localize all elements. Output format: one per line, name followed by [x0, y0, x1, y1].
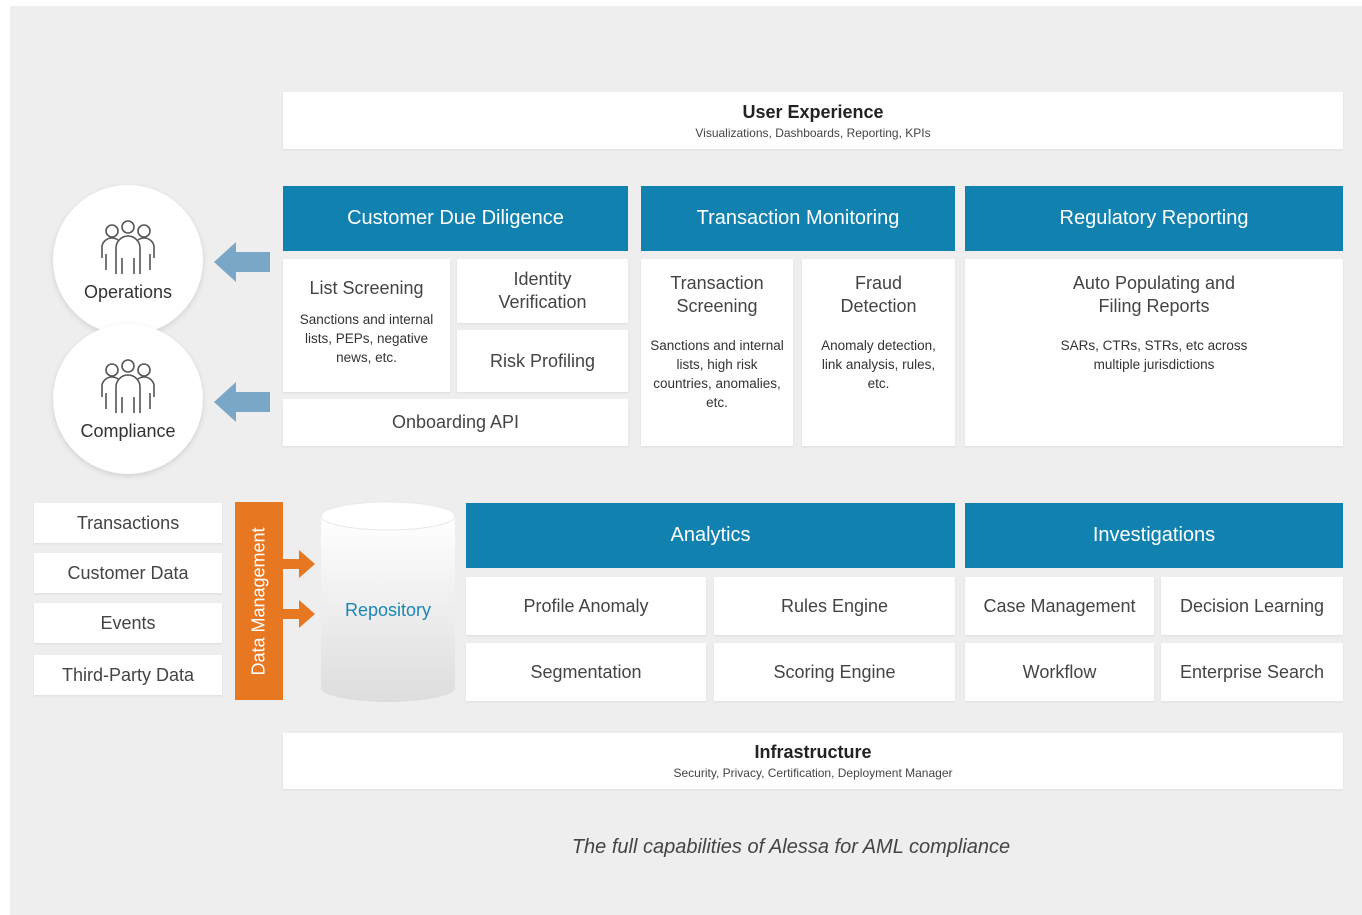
operations-circle: Operations [53, 185, 203, 335]
figure-caption: The full capabilities of Alessa for AML … [571, 836, 1011, 858]
fraud-detection-box: Fraud Detection Anomaly detection, link … [802, 259, 955, 446]
data-source-third-party-data: Third-Party Data [34, 655, 222, 695]
infrastructure-title: Infrastructure [754, 742, 872, 762]
transaction-screening-box: Transaction Screening Sanctions and inte… [641, 259, 793, 446]
data-management-label: Data Management [248, 526, 269, 676]
transaction-screening-title: Transaction Screening [670, 273, 764, 316]
rr-header: Regulatory Reporting [965, 186, 1343, 251]
risk-profiling-label: Risk Profiling [489, 350, 596, 371]
repository-cylinder [320, 501, 456, 702]
infrastructure-box: Infrastructure Security, Privacy, Certif… [283, 733, 1343, 789]
identity-verification-label: Identity Verification [498, 269, 587, 312]
infrastructure-subtitle: Security, Privacy, Certification, Deploy… [673, 766, 953, 780]
people-icon [101, 219, 155, 274]
identity-verification-box: Identity Verification [457, 259, 628, 323]
arrow-left-icon [214, 242, 270, 282]
regulatory-reporting-box: Auto Populating and Filing Reports SARs,… [965, 259, 1343, 446]
repository-label: Repository [344, 600, 432, 620]
risk-profiling-box: Risk Profiling [457, 330, 628, 392]
data-source-transactions: Transactions [34, 503, 222, 543]
data-management-bar: Data Management [235, 502, 283, 700]
analytics-item: Rules Engine [714, 577, 955, 635]
fraud-detection-desc: Anomaly detection, link analysis, rules,… [821, 338, 936, 391]
user-experience-box: User Experience Visualizations, Dashboar… [283, 92, 1343, 149]
onboarding-api-box: Onboarding API [283, 399, 628, 446]
enterprise-search-label: Enterprise Search [1179, 661, 1325, 682]
user-experience-subtitle: Visualizations, Dashboards, Reporting, K… [695, 125, 931, 140]
investigations-item: Case Management [965, 577, 1154, 635]
list-screening-title: List Screening [309, 278, 424, 298]
profile-anomaly-label: Profile Anomaly [523, 595, 649, 616]
decision-learning-label: Decision Learning [1179, 595, 1325, 616]
investigations-header: Investigations [965, 503, 1343, 568]
list-screening-desc: Sanctions and internal lists, PEPs, nega… [299, 312, 434, 365]
operations-label: Operations [83, 281, 173, 302]
transaction-screening-desc: Sanctions and internal lists, high risk … [650, 338, 784, 410]
analytics-item: Segmentation [466, 643, 706, 701]
workflow-label: Workflow [1022, 661, 1097, 682]
analytics-header: Analytics [466, 503, 955, 568]
tm-header: Transaction Monitoring [641, 186, 955, 251]
fraud-detection-title: Fraud Detection [840, 273, 917, 316]
case-management-label: Case Management [983, 595, 1136, 616]
analytics-item: Scoring Engine [714, 643, 955, 701]
data-source-customer-data: Customer Data [34, 553, 222, 593]
compliance-label: Compliance [80, 420, 176, 441]
list-screening-box: List Screening Sanctions and internal li… [283, 259, 450, 392]
scoring-engine-label: Scoring Engine [773, 661, 896, 682]
onboarding-api-label: Onboarding API [391, 412, 520, 432]
arrow-right-icon [283, 600, 315, 628]
regulatory-reporting-desc: SARs, CTRs, STRs, etc across multiple ju… [1060, 338, 1248, 372]
rules-engine-label: Rules Engine [780, 595, 889, 616]
analytics-item: Profile Anomaly [466, 577, 706, 635]
arrow-right-icon [283, 550, 315, 578]
data-source-events: Events [34, 603, 222, 643]
user-experience-title: User Experience [742, 101, 884, 122]
arrow-left-icon [214, 382, 270, 422]
investigations-item: Enterprise Search [1161, 643, 1343, 701]
investigations-item: Decision Learning [1161, 577, 1343, 635]
people-icon [101, 358, 155, 413]
cdd-header: Customer Due Diligence [283, 186, 628, 251]
compliance-circle: Compliance [53, 324, 203, 474]
investigations-item: Workflow [965, 643, 1154, 701]
segmentation-label: Segmentation [530, 661, 642, 682]
auto-populating-title: Auto Populating and Filing Reports [1072, 273, 1236, 316]
